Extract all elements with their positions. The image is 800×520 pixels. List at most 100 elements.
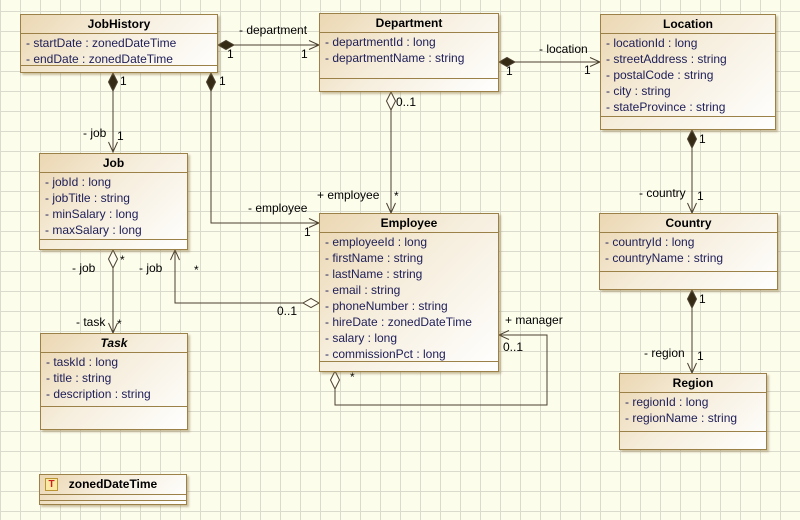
arrowhead-icon <box>497 330 510 340</box>
attribute: - startDate : zonedDateTime <box>26 36 177 50</box>
operations-compartment <box>21 65 217 72</box>
multiplicity-label: 1 <box>219 74 226 88</box>
role-label: - job <box>139 261 163 275</box>
attribute: - minSalary : long <box>45 207 139 221</box>
multiplicity-label: 0..1 <box>503 340 524 354</box>
class-title: Department <box>320 14 498 33</box>
attributes-compartment: - employeeId : long - firstName : string… <box>320 233 498 361</box>
multiplicity-label: 1 <box>697 189 704 203</box>
class-region[interactable]: Region - regionId : long - regionName : … <box>619 373 767 450</box>
arrowhead-icon <box>108 141 118 154</box>
datatype-name: zonedDateTime <box>68 477 158 491</box>
operations-compartment <box>601 116 775 129</box>
attributes-compartment: - locationId : long - streetAddress : st… <box>601 34 775 116</box>
attributes-compartment: - startDate : zonedDateTime - endDate : … <box>21 34 217 65</box>
attribute: - lastName : string <box>325 267 423 281</box>
arrowhead-icon <box>170 248 180 261</box>
edge-employee-manager[interactable] <box>334 334 548 406</box>
attribute: - jobTitle : string <box>45 191 130 205</box>
attributes-compartment: - regionId : long - regionName : string <box>620 393 766 431</box>
class-title: Country <box>600 214 777 233</box>
attribute: - city : string <box>606 84 671 98</box>
class-task[interactable]: Task - taskId : long - title : string - … <box>40 333 188 430</box>
attribute: - jobId : long <box>45 175 112 189</box>
edge-employee-job[interactable] <box>174 250 303 304</box>
role-label: - location <box>539 42 588 56</box>
class-jobhistory[interactable]: JobHistory - startDate : zonedDateTime -… <box>20 14 218 73</box>
class-title: Task <box>41 334 187 353</box>
operations-compartment <box>41 406 187 429</box>
multiplicity-label: 0..1 <box>396 95 417 109</box>
attribute: - locationId : long <box>606 36 698 50</box>
multiplicity-label: 1 <box>227 47 234 61</box>
operations-compartment <box>320 361 498 371</box>
class-title: Location <box>601 15 775 34</box>
multiplicity-label: * <box>117 317 122 331</box>
attribute: - departmentName : string <box>325 51 465 65</box>
open-diamond-icon <box>301 297 321 309</box>
multiplicity-label: * <box>120 253 125 267</box>
attribute: - taskId : long <box>46 355 119 369</box>
attributes-compartment: - jobId : long - jobTitle : string - min… <box>40 173 187 239</box>
attribute: - maxSalary : long <box>45 223 142 237</box>
multiplicity-label: 1 <box>506 64 513 78</box>
class-title: Region <box>620 374 766 393</box>
attribute: - title : string <box>46 371 112 385</box>
multiplicity-label: * <box>394 189 399 203</box>
class-employee[interactable]: Employee - employeeId : long - firstName… <box>319 213 499 372</box>
operations-compartment <box>320 78 498 91</box>
attribute: - regionId : long <box>625 395 709 409</box>
role-label: + employee <box>317 188 380 202</box>
attribute: - commissionPct : long <box>325 347 446 361</box>
attribute: - departmentId : long <box>325 35 436 49</box>
operations-compartment <box>40 239 187 249</box>
attribute: - firstName : string <box>325 251 424 265</box>
role-label: - task <box>76 315 106 329</box>
attributes-compartment: - taskId : long - title : string - descr… <box>41 353 187 406</box>
operations-compartment <box>600 271 777 289</box>
class-title: JobHistory <box>21 15 217 34</box>
attribute: - email : string <box>325 283 401 297</box>
attribute: - stateProvince : string <box>606 100 726 114</box>
class-job[interactable]: Job - jobId : long - jobTitle : string -… <box>39 153 188 250</box>
datatype-compartment <box>40 500 186 504</box>
operations-compartment <box>620 431 766 449</box>
role-label: - department <box>239 23 308 37</box>
class-title: Job <box>40 154 187 173</box>
open-diamond-icon <box>107 248 119 270</box>
filled-diamond-icon <box>686 288 698 310</box>
attribute: - employeeId : long <box>325 235 428 249</box>
datatype-zoneddatetime[interactable]: T zonedDateTime <box>39 474 187 505</box>
datatype-icon: T <box>45 478 58 491</box>
filled-diamond-icon <box>205 71 217 93</box>
attribute: - regionName : string <box>625 411 738 425</box>
attribute: - endDate : zonedDateTime <box>26 52 173 65</box>
attribute: - streetAddress : string <box>606 52 727 66</box>
multiplicity-label: 0..1 <box>277 304 298 318</box>
multiplicity-label: 1 <box>301 47 308 61</box>
multiplicity-label: 1 <box>699 132 706 146</box>
role-label: - job <box>83 126 107 140</box>
role-label: - region <box>644 346 685 360</box>
multiplicity-label: 1 <box>584 63 591 77</box>
attribute: - hireDate : zonedDateTime <box>325 315 472 329</box>
role-label: - country <box>639 186 686 200</box>
class-title: Employee <box>320 214 498 233</box>
class-department[interactable]: Department - departmentId : long - depar… <box>319 13 499 92</box>
role-label: - job <box>72 261 96 275</box>
role-label: - employee <box>248 201 308 215</box>
role-label: + manager <box>505 313 563 327</box>
edge-jobhistory-employee[interactable] <box>210 91 319 224</box>
multiplicity-label: 1 <box>304 225 311 239</box>
multiplicity-label: * <box>194 263 199 277</box>
multiplicity-label: 1 <box>697 349 704 363</box>
attribute: - countryName : string <box>605 251 724 265</box>
class-country[interactable]: Country - countryId : long - countryName… <box>599 213 778 290</box>
filled-diamond-icon <box>107 71 119 93</box>
class-location[interactable]: Location - locationId : long - streetAdd… <box>600 14 776 130</box>
attributes-compartment: - departmentId : long - departmentName :… <box>320 33 498 78</box>
multiplicity-label: 1 <box>699 292 706 306</box>
datatype-title: T zonedDateTime <box>40 475 186 495</box>
open-diamond-icon <box>385 90 397 112</box>
